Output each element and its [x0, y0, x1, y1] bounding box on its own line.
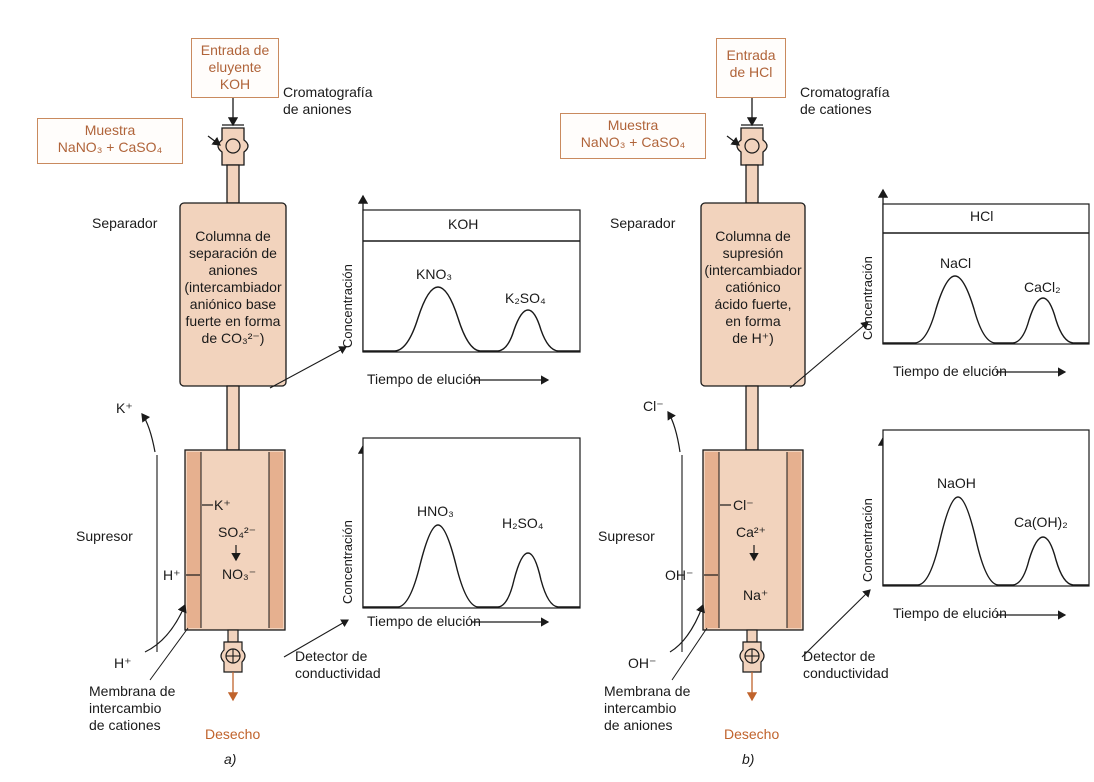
membrane-line: intercambio — [89, 700, 162, 716]
sample-line-1: Muestra — [607, 117, 659, 133]
chart-b-top — [877, 188, 1090, 377]
x-axis-label: Tiempo de elución — [893, 363, 1007, 379]
panel-tag-a: a) — [224, 751, 237, 767]
membrane-label-b: Membrana de intercambio de aniones — [604, 683, 690, 734]
suppressor-label-a: Supresor — [76, 528, 133, 544]
eluent-input-box-b: Entrada de HCl — [716, 38, 786, 98]
membrane-line: intercambio — [604, 700, 677, 716]
column-text-line: supresión — [722, 245, 784, 261]
ion-na-label: Na⁺ — [743, 587, 769, 603]
sample-box-b: Muestra NaNO₃ + CaSO₄ — [560, 113, 706, 159]
chart-a-bottom — [357, 437, 581, 627]
waste-label-b: Desecho — [724, 726, 780, 742]
suppressor-label-b: Supresor — [598, 528, 655, 544]
chart-b-bottom — [877, 429, 1090, 620]
suppression-column-text-b: Columna de supresión (intercambiador cat… — [701, 228, 805, 347]
peak-label-k2so4: K₂SO₄ — [505, 290, 546, 306]
ion-cl-label: Cl⁻ — [733, 497, 754, 513]
sample-line-2: NaNO₃ + CaSO₄ — [580, 134, 686, 150]
column-text-line: catiónico — [725, 279, 781, 295]
x-axis-label: Tiempo de elución — [367, 613, 481, 629]
detector-line: conductividad — [803, 665, 889, 681]
column-text-line: separación de — [189, 245, 277, 261]
peak-label-nacl: NaCl — [940, 255, 972, 271]
membrane-line: de cationes — [89, 717, 161, 733]
peak-label-h2so4: H₂SO₄ — [502, 515, 544, 531]
y-axis-label: Concentración — [340, 520, 355, 604]
ion-oh-side-label: OH⁻ — [665, 567, 694, 583]
detector-line: conductividad — [295, 665, 381, 681]
panel-tag-b: b) — [742, 751, 755, 767]
sample-line-2: NaNO₃ + CaSO₄ — [57, 139, 163, 155]
mode-title-line-1: Cromatografía — [283, 84, 373, 100]
detector-line: Detector de — [295, 648, 368, 664]
peak-label-kno3: KNO₃ — [416, 266, 453, 282]
membrane-line: de aniones — [604, 717, 673, 733]
peak-label-caoh2: Ca(OH)₂ — [1014, 514, 1068, 530]
ion-no3-label: NO₃⁻ — [222, 566, 257, 582]
mode-title-a: Cromatografía de aniones — [283, 84, 372, 118]
eluent-input-box-a: Entrada de eluyente KOH — [191, 38, 279, 98]
ion-ca-label: Ca²⁺ — [736, 524, 766, 540]
peak-label-naoh: NaOH — [937, 475, 976, 491]
y-axis-label: Concentración — [860, 498, 875, 582]
column-text-line: Columna de — [195, 228, 271, 244]
mode-title-line-2: de aniones — [283, 101, 352, 117]
chart-a-top — [357, 194, 581, 385]
eluent-line-3: KOH — [219, 76, 251, 92]
column-text-line: aniones — [208, 262, 258, 278]
column-text-line: (intercambiador — [704, 262, 802, 278]
column-text-line: de H⁺) — [732, 330, 774, 346]
ion-h-side-label: H⁺ — [163, 567, 181, 583]
mode-title-line-2: de cationes — [800, 101, 872, 117]
detector-label-b: Detector de conductividad — [803, 648, 889, 682]
y-axis-label: Concentración — [860, 256, 875, 340]
mode-title-line-1: Cromatografía — [800, 84, 890, 100]
x-axis-label: Tiempo de elución — [367, 371, 481, 387]
column-text-line: aniónico base — [189, 296, 277, 312]
eluent-line-2: de HCl — [729, 64, 773, 80]
peak-label-hno3: HNO₃ — [417, 503, 454, 519]
panel-b-apparatus — [667, 98, 871, 702]
detector-line: Detector de — [803, 648, 876, 664]
sample-box-a: Muestra NaNO₃ + CaSO₄ — [37, 118, 183, 164]
membrane-line: Membrana de — [89, 683, 176, 699]
panel-a-apparatus — [141, 98, 349, 702]
k-plus-out-label: K⁺ — [116, 400, 133, 416]
sample-line-1: Muestra — [84, 122, 136, 138]
column-text-line: fuerte en forma — [185, 313, 281, 329]
baseline-label-koh: KOH — [448, 216, 479, 232]
ion-oh-in-label: OH⁻ — [628, 655, 657, 671]
eluent-line-1: Entrada de — [200, 42, 270, 58]
eluent-line-1: Entrada — [726, 47, 776, 63]
separator-column-text-a: Columna de separación de aniones (interc… — [180, 228, 286, 347]
mode-title-b: Cromatografía de cationes — [800, 84, 889, 118]
separator-label-b: Separador — [610, 215, 676, 231]
x-axis-label: Tiempo de elución — [893, 605, 1007, 621]
column-text-line: Columna de — [715, 228, 791, 244]
ion-h-in-label: H⁺ — [114, 655, 132, 671]
membrane-line: Membrana de — [604, 683, 691, 699]
baseline-label-hcl: HCl — [970, 208, 994, 224]
column-text-line: (intercambiador — [184, 279, 282, 295]
column-text-line: en forma — [725, 313, 781, 329]
ion-so4-label: SO₄²⁻ — [218, 524, 256, 540]
y-axis-label: Concentración — [340, 264, 355, 348]
column-text-line: ácido fuerte, — [714, 296, 792, 312]
membrane-label-a: Membrana de intercambio de cationes — [89, 683, 175, 734]
peak-label-cacl2: CaCl₂ — [1024, 279, 1061, 295]
waste-label-a: Desecho — [205, 726, 261, 742]
eluent-line-2: eluyente — [208, 59, 262, 75]
detector-label-a: Detector de conductividad — [295, 648, 381, 682]
ion-k-label: K⁺ — [214, 497, 231, 513]
column-text-line: de CO₃²⁻) — [201, 330, 265, 346]
cl-out-label: Cl⁻ — [643, 398, 664, 414]
separator-label-a: Separador — [92, 215, 158, 231]
